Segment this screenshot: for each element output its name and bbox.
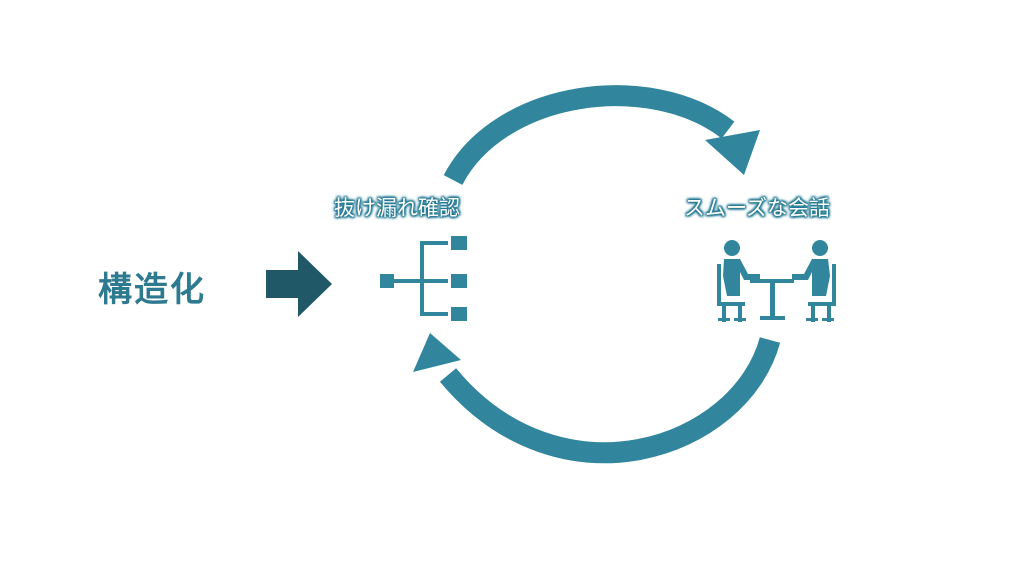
cycle-bottom-arrow	[413, 333, 781, 464]
hierarchy-tree-icon	[380, 236, 467, 321]
cycle-top-arrow	[443, 85, 760, 186]
check-label: 抜け漏れ確認	[334, 196, 460, 220]
main-label: 構造化	[98, 270, 206, 310]
conversation-label: スムーズな会話	[684, 196, 830, 220]
right-arrow-icon	[266, 251, 332, 317]
meeting-people-icon	[717, 240, 836, 322]
